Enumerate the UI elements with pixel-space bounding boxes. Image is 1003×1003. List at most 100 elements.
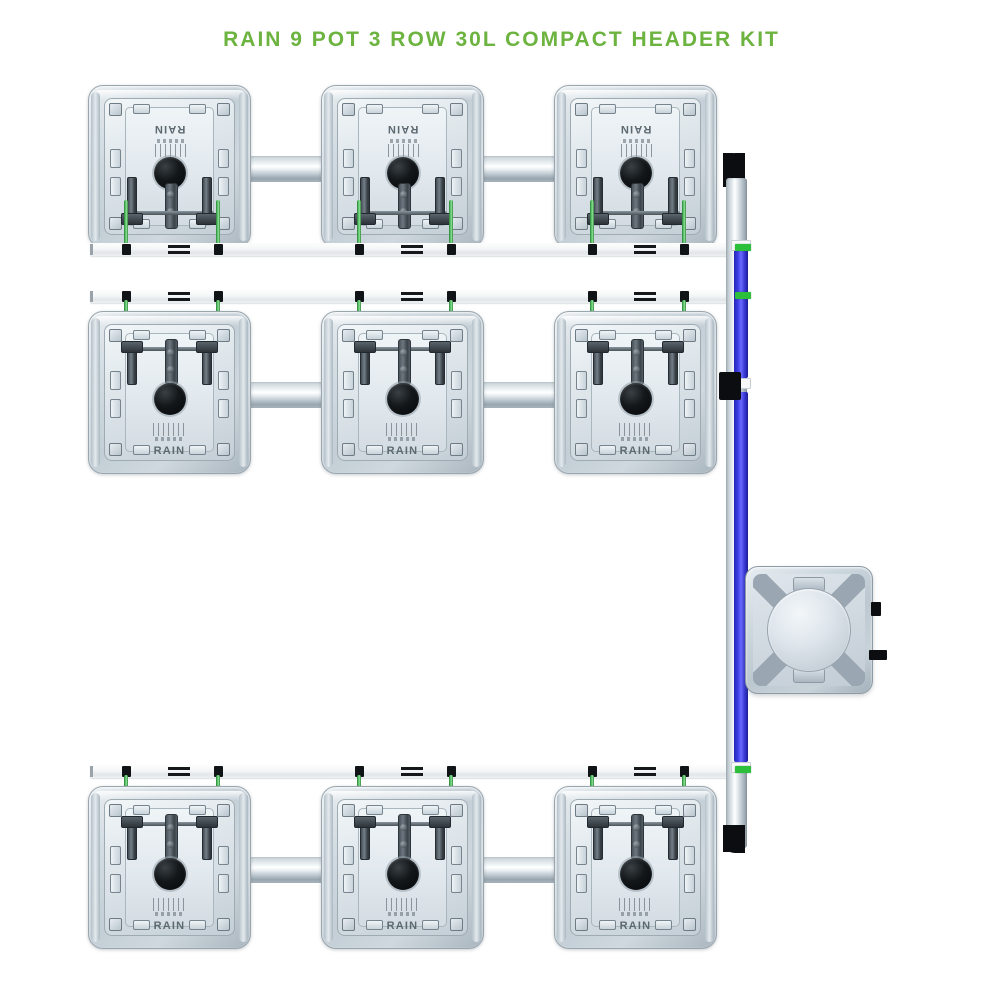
side-slot	[343, 371, 354, 390]
lid-clip	[189, 920, 206, 930]
lid-clip	[599, 920, 616, 930]
rail-dripper-block	[355, 766, 364, 777]
pot-lip-right	[705, 793, 714, 942]
pot-5[interactable]: RAIN	[321, 311, 484, 474]
side-slot	[684, 149, 695, 168]
corner-tab-icon	[342, 103, 355, 116]
drip-stake-foot	[429, 341, 451, 353]
connector-pipe	[479, 382, 561, 408]
rail-dripper-block	[355, 291, 364, 302]
pot-6[interactable]: RAIN	[554, 311, 717, 474]
rail-dripper-block	[122, 291, 131, 302]
side-slot	[576, 371, 587, 390]
center-spine	[397, 183, 411, 229]
feeder-rail-row-2[interactable]	[90, 290, 738, 303]
spine-knob	[399, 191, 407, 198]
pot-lip-left	[324, 92, 333, 241]
pot-brand-logo: RAIN	[105, 121, 234, 157]
pot-lip-right	[239, 318, 248, 467]
rail-dripper-block	[447, 244, 456, 255]
side-slot	[684, 399, 695, 418]
pot-lip-right	[472, 793, 481, 942]
brand-label: RAIN	[153, 920, 186, 932]
pot-lip-left	[324, 793, 333, 942]
pot-4[interactable]: RAIN	[88, 311, 251, 474]
pot-lip-left	[557, 92, 566, 241]
connector-pipe	[479, 156, 561, 182]
feeder-rail-row-3[interactable]	[90, 765, 738, 778]
pot-inner-tray: RAIN	[337, 799, 468, 936]
pot-inner-tray: RAIN	[104, 324, 235, 461]
reservoir-control-unit[interactable]	[745, 566, 887, 694]
brand-label: RAIN	[619, 445, 652, 457]
corner-tab-icon	[342, 804, 355, 817]
rain-drops-icon	[385, 144, 420, 157]
lid-clip	[422, 330, 439, 340]
pot-1[interactable]: RAIN	[88, 85, 251, 248]
rain-drops-icon	[152, 144, 187, 157]
lid-clip	[655, 445, 672, 455]
connector-pipe	[246, 156, 328, 182]
pot-lip-left	[91, 92, 100, 241]
side-slot	[451, 399, 462, 418]
side-slot	[684, 177, 695, 196]
stake-crossbar	[358, 211, 447, 215]
lid-clip	[599, 330, 616, 340]
pot-brand-logo: RAIN	[338, 423, 467, 459]
rail-double-clip	[168, 291, 190, 302]
pot-lip-left	[91, 793, 100, 942]
spine-knob	[632, 824, 640, 831]
green-drip-line	[357, 200, 361, 248]
page-title: RAIN 9 POT 3 ROW 30L COMPACT HEADER KIT	[223, 28, 780, 51]
pot-inner-tray: RAIN	[337, 324, 468, 461]
side-slot	[218, 846, 229, 865]
spine-knob	[399, 366, 407, 373]
pot-9[interactable]: RAIN	[554, 786, 717, 949]
corner-tab-icon	[683, 103, 696, 116]
rail-dripper-block	[214, 291, 223, 302]
pot-inner-panel	[591, 107, 680, 226]
rail-dripper-block	[588, 244, 597, 255]
rail-dripper-block	[214, 766, 223, 777]
drip-stake-foot	[121, 816, 143, 828]
black-elbow-top-leg	[723, 153, 733, 187]
rail-double-clip	[401, 291, 423, 302]
corner-tab-icon	[450, 329, 463, 342]
center-spine	[164, 814, 178, 860]
pot-8[interactable]: RAIN	[321, 786, 484, 949]
connector-pipe	[479, 857, 561, 883]
corner-tab-icon	[109, 329, 122, 342]
lid-clip	[133, 330, 150, 340]
corner-tab-icon	[450, 918, 463, 931]
side-slot	[451, 177, 462, 196]
reservoir-outlet-stub	[869, 650, 887, 660]
corner-tab-icon	[575, 103, 588, 116]
side-slot	[218, 177, 229, 196]
pot-brand-logo: RAIN	[571, 898, 700, 934]
drip-stake-foot	[196, 213, 218, 225]
rail-double-clip	[634, 766, 656, 777]
side-slot	[451, 149, 462, 168]
drip-stake-foot	[662, 213, 684, 225]
side-slot	[576, 874, 587, 893]
feeder-rail-row-1[interactable]	[90, 243, 738, 256]
rail-double-clip	[401, 766, 423, 777]
side-slot	[110, 874, 121, 893]
brand-label: RAIN	[386, 445, 419, 457]
drain-hole	[386, 858, 419, 890]
black-elbow-top-body	[731, 155, 745, 183]
spine-knob	[166, 349, 174, 356]
rail-dripper-block	[447, 766, 456, 777]
pot-brand-logo: RAIN	[105, 898, 234, 934]
green-fitting	[735, 766, 751, 773]
side-slot	[684, 846, 695, 865]
center-spine	[630, 183, 644, 229]
pot-7[interactable]: RAIN	[88, 786, 251, 949]
reservoir-lid[interactable]	[767, 588, 851, 672]
rail-dripper-block	[680, 291, 689, 302]
drain-hole	[619, 858, 652, 890]
pot-3[interactable]: RAIN	[554, 85, 717, 248]
pot-2[interactable]: RAIN	[321, 85, 484, 248]
side-slot	[343, 874, 354, 893]
pot-brand-logo: RAIN	[571, 423, 700, 459]
